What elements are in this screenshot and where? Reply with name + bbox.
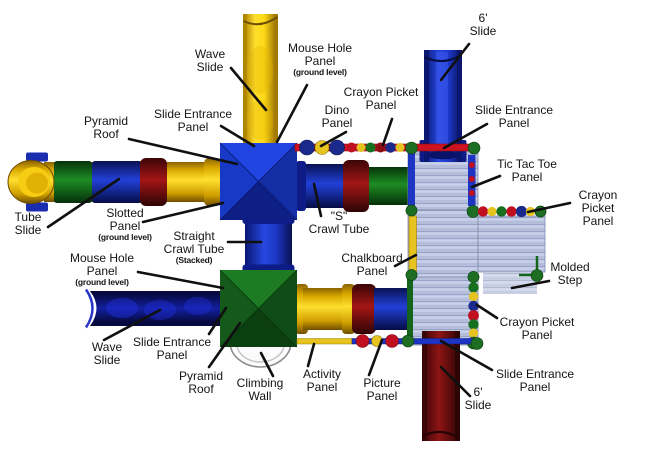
label-text: Picture Panel [363, 376, 401, 403]
wave-slide-bottom-graphic [84, 288, 222, 329]
label-subtext: (ground level) [75, 277, 129, 287]
label-text: 6' Slide [464, 385, 492, 412]
label-text: Pyramid Roof [178, 369, 224, 396]
label-text: Straight Crawl Tube [163, 229, 225, 256]
label-slide-entrance-panel-top-left: Slide Entrance Panel [154, 108, 232, 134]
label-crayon-picket-panel-bottom-right: Crayon Picket Panel [500, 316, 575, 342]
crayon-picket-beads-right [466, 205, 547, 218]
label-mouse-hole-panel-top: Mouse Hole Panel(ground level) [288, 42, 352, 77]
tic-tac-toe-panel-graphic [468, 155, 476, 206]
label-tic-tac-toe-panel: Tic Tac Toe Panel [497, 158, 557, 184]
label-text: Chalkboard Panel [341, 251, 403, 278]
label-s-crawl-tube: "S" Crawl Tube [309, 210, 370, 236]
label-text: Wave Slide [194, 47, 226, 74]
label-text: Slotted Panel [106, 206, 144, 233]
deck-posts [405, 204, 418, 281]
label-text: Mouse Hole Panel [69, 251, 135, 278]
label-slide-entrance-panel-bottom-left: Slide Entrance Panel [133, 336, 211, 362]
molded-step-graphic [519, 256, 544, 282]
label-text: Slide Entrance Panel [132, 335, 212, 362]
label-text: Climbing Wall [236, 376, 284, 403]
label-text: Crayon Picket Panel [578, 188, 618, 228]
label-text: 6' Slide [469, 11, 497, 38]
label-text: Pyramid Roof [83, 114, 129, 141]
label-text: Mouse Hole Panel [287, 41, 353, 68]
crayon-picket-beads-top [346, 142, 405, 153]
label-text: Tube Slide [14, 210, 42, 237]
label-subtext: (ground level) [293, 67, 347, 77]
label-text: Crayon Picket Panel [499, 315, 575, 342]
leader-lines [46, 42, 572, 398]
label-picture-panel: Picture Panel [363, 377, 400, 403]
label-activity-panel: Activity Panel [303, 368, 341, 394]
label-straight-crawl-tube: Straight Crawl Tube(Stacked) [164, 230, 225, 265]
label-text: Activity Panel [302, 367, 342, 394]
label-six-foot-slide-bottom: 6' Slide [465, 386, 492, 412]
blue-pyramid-roof [219, 142, 298, 221]
label-text: "S" Crawl Tube [308, 209, 370, 236]
label-six-foot-slide-top: 6' Slide [470, 12, 497, 38]
green-pyramid-roof [219, 269, 298, 348]
label-pyramid-roof-bottom: Pyramid Roof [179, 370, 223, 396]
label-slotted-panel: Slotted Panel(ground level) [98, 206, 152, 242]
label-wave-slide-top: Wave Slide [195, 48, 225, 74]
label-subtext: (Stacked) [175, 255, 213, 265]
deck-complex [407, 146, 546, 346]
label-text: Molded Step [550, 260, 590, 287]
label-slide-entrance-panel-bottom-right: Slide Entrance Panel [496, 368, 574, 394]
label-tube-slide: Tube Slide [15, 211, 42, 237]
label-mouse-hole-panel-bottom: Mouse Hole Panel(ground level) [70, 252, 134, 287]
label-subtext: (ground level) [98, 232, 152, 242]
wave-slide-top-graphic [243, 14, 279, 146]
s-crawl-tube-graphic [296, 160, 410, 212]
label-molded-step: Molded Step [550, 261, 589, 287]
chalkboard-panel-graphic [408, 215, 417, 273]
label-text: Crayon Picket Panel [343, 85, 419, 112]
dino-panel-beads [299, 139, 345, 156]
crayon-picket-beads-bottom [467, 271, 480, 350]
label-text: Wave Slide [91, 340, 123, 367]
label-climbing-wall: Climbing Wall [237, 377, 284, 403]
tube-slide-assembly [7, 152, 222, 212]
label-text: Dino Panel [321, 103, 353, 130]
label-crayon-picket-panel-top: Crayon Picket Panel [344, 86, 419, 112]
label-dino-panel: Dino Panel [322, 104, 353, 130]
label-wave-slide-bottom: Wave Slide [92, 341, 122, 367]
label-pyramid-roof-top: Pyramid Roof [84, 115, 128, 141]
straight-crawl-tube-graphic [242, 216, 295, 273]
deck-edge-panel [408, 152, 415, 208]
bottom-panels-bar [296, 334, 484, 350]
label-text: Slide Entrance Panel [153, 107, 233, 134]
top-picket-bar [294, 139, 481, 156]
label-slide-entrance-panel-top-right: Slide Entrance Panel [475, 104, 553, 130]
label-text: Tic Tac Toe Panel [497, 157, 557, 184]
picture-panel-beads [355, 334, 399, 348]
six-foot-slide-top-graphic [419, 50, 467, 162]
label-crayon-picket-panel-right: Crayon Picket Panel [574, 189, 623, 228]
label-chalkboard-panel: Chalkboard Panel [341, 252, 402, 278]
bottom-crawl-tube-graphic [295, 284, 410, 334]
label-text: Slide Entrance Panel [474, 103, 554, 130]
label-text: Slide Entrance Panel [495, 367, 575, 394]
